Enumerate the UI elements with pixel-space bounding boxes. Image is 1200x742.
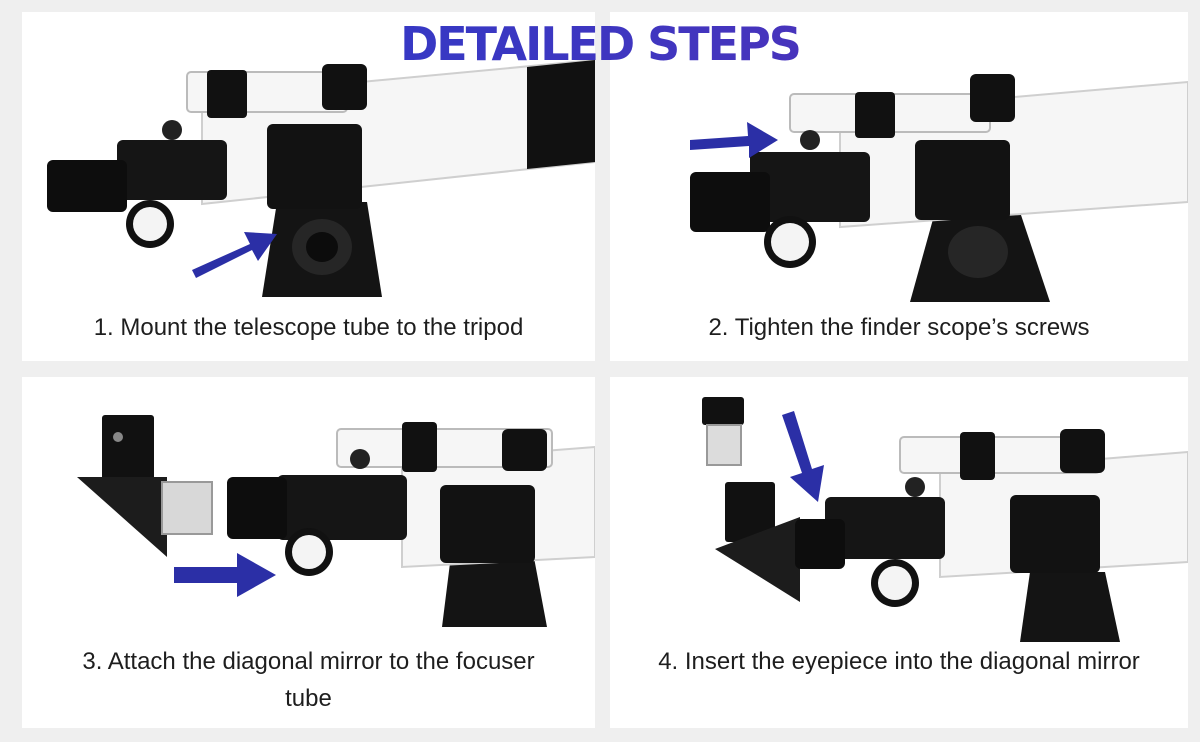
step-caption-4: 4. Insert the eyepiece into the diagonal…: [658, 648, 1140, 675]
step-caption-2: 2. Tighten the finder scope’s screws: [708, 314, 1090, 341]
step-panel-3: 3. Attach the diagonal mirror to the foc…: [22, 377, 595, 728]
step-caption-3: 3. Attach the diagonal mirror to the foc…: [82, 648, 535, 712]
step-panel-2: 2. Tighten the finder scope’s screws: [610, 12, 1188, 361]
step-caption-1: 1. Mount the telescope tube to the tripo…: [93, 314, 524, 341]
arrow-right-icon: [690, 122, 778, 158]
arrow-down-icon: [782, 411, 824, 502]
arrow-up-right-icon: [192, 232, 277, 278]
telescope-illustration-3: [77, 415, 595, 627]
telescope-illustration-1: [47, 58, 595, 297]
telescope-illustration-4: [702, 397, 1188, 642]
page-title: DETAILED STEPS: [0, 14, 1200, 74]
step-panel-1: 1. Mount the telescope tube to the tripo…: [22, 12, 595, 361]
telescope-illustration-2: [690, 74, 1188, 302]
step-panel-4: 4. Insert the eyepiece into the diagonal…: [610, 377, 1188, 728]
arrow-right-icon: [174, 553, 276, 597]
